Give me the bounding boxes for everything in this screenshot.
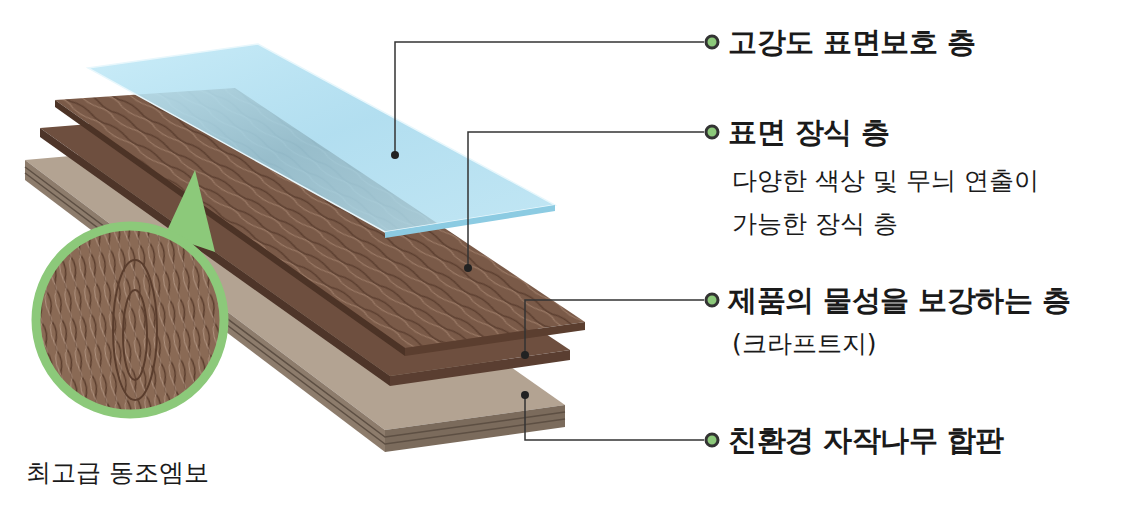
layer-title: 표면 장식 층 (728, 109, 890, 155)
layer-note: 다양한 색상 및 무늬 연출이 가능한 장식 층 (732, 160, 1047, 245)
layer-note: (크라프트지) (732, 323, 877, 366)
layer-title: 고강도 표면보호 층 (728, 19, 975, 65)
label-slot: 최고급 동조엠보 (26, 452, 209, 495)
label-slot: 고강도 표면보호 층 (728, 19, 975, 65)
label-slot: 다양한 색상 및 무늬 연출이 가능한 장식 층 (732, 160, 1047, 245)
label-slot: 제품의 물성을 보강하는 층 (728, 277, 1070, 323)
layer-note: 최고급 동조엠보 (26, 452, 209, 495)
label-slot: (크라프트지) (732, 323, 877, 366)
label-slot: 친환경 자작나무 합판 (728, 417, 1004, 463)
label-slot: 표면 장식 층 (728, 109, 890, 155)
layer-title: 제품의 물성을 보강하는 층 (728, 277, 1070, 323)
layer-title: 친환경 자작나무 합판 (728, 417, 1004, 463)
